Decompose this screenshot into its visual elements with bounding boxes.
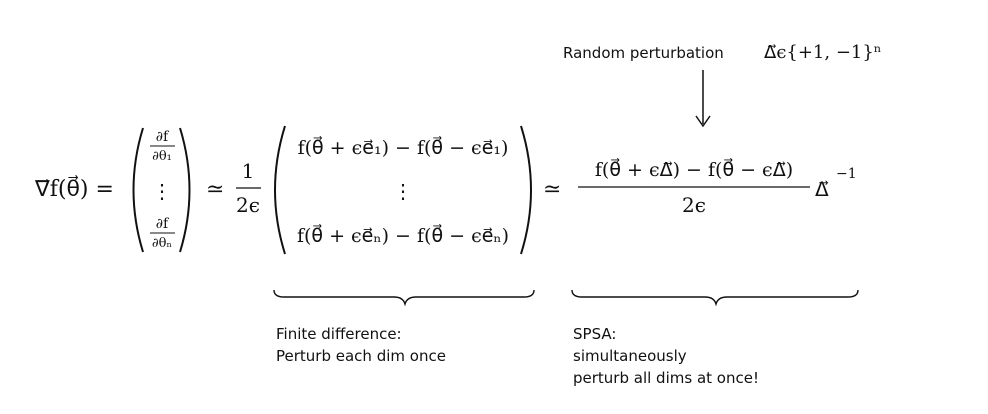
spsa-fraction-denominator: 2ϵ	[682, 193, 706, 217]
gradient-lhs: ∇⃗f(θ⃗) =	[34, 175, 114, 202]
spsa-note-line-1: SPSA:	[573, 325, 617, 343]
down-arrow-head-icon	[695, 115, 711, 128]
fd-note-line-1: Finite difference:	[276, 325, 402, 343]
gradient-top-denominator: ∂θ₁	[152, 149, 172, 164]
perturbation-math: Δ⃗ϵ{+1, −1}ⁿ	[764, 42, 882, 63]
perturbation-label: Random perturbation	[563, 44, 724, 62]
spsa-delta-term: Δ⃗	[815, 177, 829, 201]
spsa-fraction-numerator: f(θ⃗ + ϵΔ⃗) − f(θ⃗ − ϵΔ⃗)	[595, 158, 793, 181]
approx-symbol-1: ≃	[206, 177, 224, 202]
fd-vector-dots: ⋮	[393, 179, 413, 203]
fd-vector-top-row: f(θ⃗ + ϵe⃗₁) − f(θ⃗ − ϵe⃗₁)	[298, 136, 509, 159]
gradient-bottom-denominator: ∂θₙ	[152, 236, 172, 251]
spsa-note-line-3: perturb all dims at once!	[573, 369, 759, 387]
gradient-vector-left-paren	[132, 127, 144, 253]
fd-note: Finite difference: Perturb each dim once	[276, 323, 446, 367]
gradient-vector-right-paren	[179, 127, 191, 253]
spsa-note: SPSA: simultaneously perturb all dims at…	[573, 323, 759, 389]
gradient-vector-dots: ⋮	[152, 179, 172, 203]
fd-vector-bottom-row: f(θ⃗ + ϵe⃗ₙ) − f(θ⃗ − ϵe⃗ₙ)	[297, 224, 509, 247]
gradient-top-numerator: ∂f	[156, 129, 170, 145]
gradient-bottom-numerator: ∂f	[156, 216, 170, 232]
fd-fraction-numerator: 1	[242, 159, 255, 183]
approx-symbol-2: ≃	[543, 177, 561, 202]
fd-vector-left-paren	[274, 125, 286, 255]
fd-vector-right-paren	[520, 125, 532, 255]
fd-underbrace	[273, 289, 535, 307]
fd-fraction-denominator: 2ϵ	[236, 193, 260, 217]
spsa-note-line-2: simultaneously	[573, 347, 687, 365]
spsa-exponent: −1	[836, 166, 857, 182]
spsa-underbrace	[571, 289, 859, 307]
fd-note-line-2: Perturb each dim once	[276, 347, 446, 365]
